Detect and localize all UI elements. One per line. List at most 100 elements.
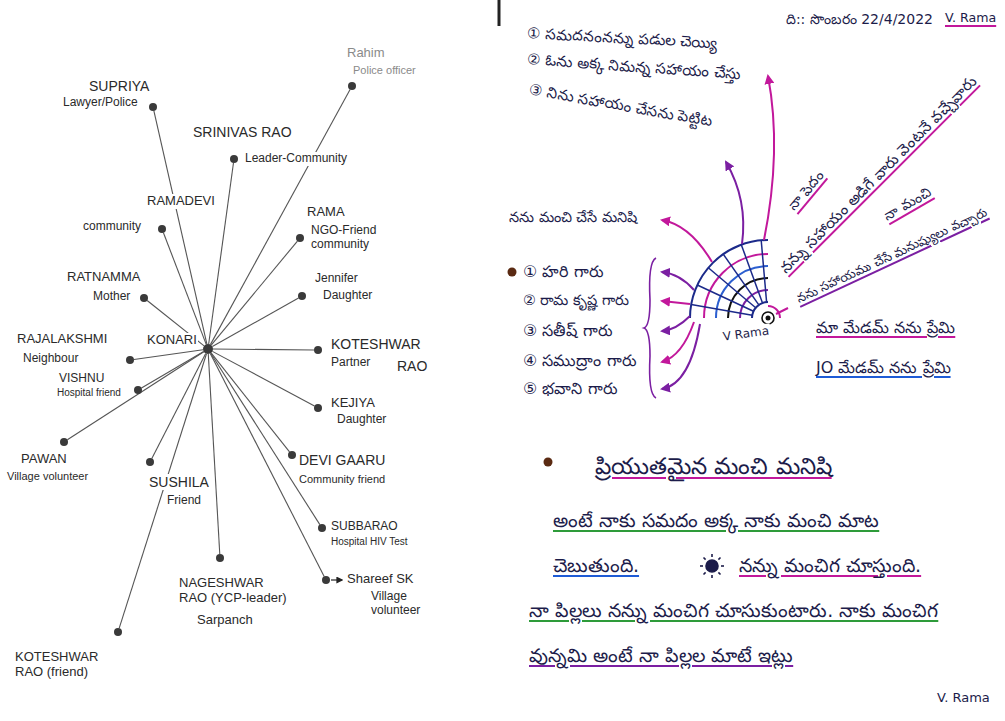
paragraph-line: నా పిల్లలు నన్ను మంచిగ చూసుకుంటారు. నాకు… xyxy=(528,598,939,623)
role-label: Leader-Community xyxy=(244,152,348,166)
person-dot: KEJIYADaughter xyxy=(314,404,322,412)
person-name: NAGESHWAR RAO (YCP-leader) xyxy=(178,576,292,606)
tie-line xyxy=(209,163,234,344)
person-dot: RAMANGO-Friend community xyxy=(296,234,304,242)
person-dot: SRINIVAS RAOLeader-Community xyxy=(230,155,238,163)
sun-ray xyxy=(711,575,713,578)
fan-drawing xyxy=(690,240,780,324)
person-name: Rahim xyxy=(346,46,386,61)
note-line: ② ఓను అక్క నిమన్న సహాయం చేస్తు xyxy=(525,50,742,85)
person-name: Jennifer xyxy=(314,272,359,286)
list-heading: నను మంచి చేసే మనిషి xyxy=(508,208,638,227)
date-label: ది:: సొంబరం 22/4/2022 xyxy=(785,10,934,28)
person-name: DEVI GAARU xyxy=(298,452,386,468)
helper-name: ② రామ కృష్ణ గారు xyxy=(522,291,630,310)
arrow xyxy=(726,162,743,244)
note-line: ③ నిను సహాయం చేసను పెట్టిట xyxy=(526,80,715,132)
role-label: Hospital HIV Test xyxy=(330,536,409,548)
person-dot: VISHNUHospital friend xyxy=(134,386,142,394)
person-name: RATNAMMA xyxy=(66,270,141,285)
tie-line xyxy=(163,233,206,345)
sun-ray xyxy=(700,565,703,567)
person-dot: KOTESHWARPartnerRAO xyxy=(314,346,322,354)
role-label: Daughter xyxy=(322,289,373,303)
person-name: KOTESHWAR xyxy=(330,336,422,352)
fan-ray xyxy=(761,240,766,302)
fan-arc xyxy=(690,240,768,318)
person-dot: RAMADEVIcommunity xyxy=(158,225,166,233)
tie-line xyxy=(154,111,207,344)
fan-arc xyxy=(752,302,768,318)
paragraph-line: అంటే నాకు సమదం అక్క నాకు మంచి మాట xyxy=(552,508,880,533)
person-dot: KOTESHWAR RAO (friend) xyxy=(114,628,122,636)
role-label: Mother xyxy=(92,290,131,304)
role-label: Sarpanch xyxy=(196,613,254,628)
person-dot: SUPRIYALawyer/Police xyxy=(149,103,157,111)
helper-name: ③ సతీష్ గారు xyxy=(522,321,614,342)
note-line: ① సమదనంనన్ను పడుల చెయ్యి xyxy=(525,24,719,54)
person-name: RAMADEVI xyxy=(146,194,216,209)
rotated-note: నా పెదం xyxy=(783,166,828,215)
helper-name: ④ సముద్రాం గారు xyxy=(522,351,638,372)
bracket xyxy=(644,258,656,398)
person-dot: RahimPolice officer xyxy=(348,82,356,90)
person-dot: JenniferDaughter xyxy=(298,292,306,300)
person-name: RAMA xyxy=(306,205,346,220)
person-dot: NAGESHWAR RAO (YCP-leader)Sarpanch xyxy=(216,554,224,562)
sun-ray xyxy=(718,572,720,574)
person-dot: RAJALAKSHMINeighbour xyxy=(126,356,134,364)
person-dot: SUBBARAOHospital HIV Test xyxy=(318,524,326,532)
arrow xyxy=(662,324,700,389)
person-name: SRINIVAS RAO xyxy=(192,124,293,140)
person-name: SUSHILA xyxy=(148,474,210,490)
person-dot: RATNAMMAMother xyxy=(140,294,148,302)
centre-circle xyxy=(766,316,771,321)
panel-edge xyxy=(498,0,501,26)
note-line: మా మేడమ్ నను ప్రేమి xyxy=(815,318,956,339)
role-label: Lawyer/Police xyxy=(62,96,139,110)
role-label: RAO xyxy=(396,358,428,374)
centre-name: V Rama xyxy=(721,323,771,345)
person-name: Shareef SK xyxy=(346,572,415,587)
sun-ray xyxy=(718,558,720,560)
role-label: Hospital friend xyxy=(56,387,122,399)
arrow xyxy=(662,322,694,362)
role-label: Neighbour xyxy=(22,352,79,366)
rotated-note: నా మంచి xyxy=(879,182,935,225)
centre-circle xyxy=(762,312,774,324)
ink-dot xyxy=(544,458,553,467)
person-dot: PAWANVillage volunteer xyxy=(60,438,68,446)
pointer-arrow xyxy=(331,579,342,580)
sun-symbol xyxy=(700,554,724,578)
role-label: Partner xyxy=(330,356,371,370)
signature: V. Rama xyxy=(936,690,991,707)
person-dot: DEVI GAARUCommunity friend xyxy=(288,451,296,459)
helper-name: ⑤ భవాని గారు xyxy=(522,379,619,400)
role-label: community xyxy=(82,220,142,234)
tie-line xyxy=(212,298,298,347)
tie-line xyxy=(211,353,320,524)
role-label: Village volunteer xyxy=(370,590,442,618)
paragraph-line: వున్నమి అంటే నా పిల్లల మాటే ఇట్లు xyxy=(528,643,794,668)
arrow xyxy=(662,316,690,331)
leader-line xyxy=(776,308,788,314)
tie-line xyxy=(141,352,203,388)
person-name: VISHNU xyxy=(58,372,105,386)
person-name: SUBBARAO xyxy=(330,520,399,534)
role-label: Police officer xyxy=(352,64,417,77)
arrow xyxy=(662,301,690,304)
person-name: RAJALAKSHMI xyxy=(16,332,108,347)
role-label: NGO-Friend community xyxy=(310,224,390,252)
ink-dot xyxy=(508,268,517,277)
note-line: JO మేడమ్ నను ప్రేమి xyxy=(815,358,952,379)
sun-ray xyxy=(704,558,706,560)
tie-line xyxy=(208,354,219,554)
person-name: PAWAN xyxy=(20,452,68,467)
person-name: KEJIYA xyxy=(330,396,376,411)
arrows xyxy=(644,76,788,398)
tie-line xyxy=(211,241,297,345)
arrow xyxy=(662,272,694,290)
tie-line xyxy=(212,351,314,406)
